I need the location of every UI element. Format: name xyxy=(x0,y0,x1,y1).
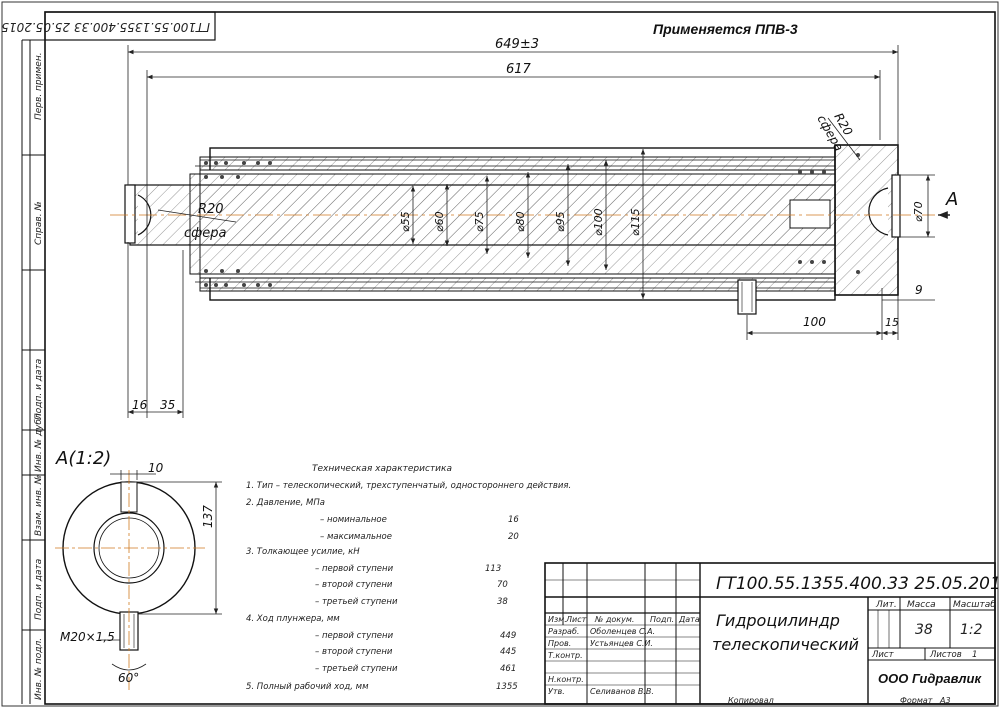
role-label: Пров. xyxy=(548,639,571,648)
side-label-6: Подп. и дата xyxy=(34,559,44,620)
spec-line: – первой ступени xyxy=(315,631,394,641)
col-header: № докум. xyxy=(594,615,634,624)
view-a-angle: 60° xyxy=(118,671,139,685)
side-label-5: Взам. инв. № xyxy=(34,475,44,536)
dim-9: 9 xyxy=(915,283,923,297)
view-a-thread: M20×1,5 xyxy=(60,630,115,644)
diam-end: ⌀70 xyxy=(912,201,925,222)
scale-label: Масштаб xyxy=(953,600,996,610)
sheets-label: Листов xyxy=(929,650,962,660)
inner-frame xyxy=(44,11,996,705)
spec-line: – третьей ступени xyxy=(315,597,398,607)
spec-value: 1355 xyxy=(496,682,518,692)
spec-line: – первой ступени xyxy=(315,564,394,574)
dim-overall: 649±3 xyxy=(495,37,539,52)
dim-15: 15 xyxy=(885,316,899,329)
col-header: Подп. xyxy=(650,615,674,624)
spec-line: – номинальное xyxy=(320,515,387,525)
copied-label: Копировал xyxy=(728,696,774,705)
sphere-left-word: сфера xyxy=(184,226,227,241)
person-name: Устьянцев С.И. xyxy=(590,639,653,648)
format-label: Формат xyxy=(900,696,933,705)
view-a-drawing xyxy=(55,470,222,690)
view-a-dim-10: 10 xyxy=(148,461,164,475)
side-label-2: Справ. № xyxy=(34,201,44,245)
diam-80: ⌀80 xyxy=(514,211,527,232)
spec-line: 4. Ход плунжера, мм xyxy=(246,614,340,624)
spec-value: 445 xyxy=(500,647,516,657)
part-name-line1: Гидроцилиндр xyxy=(716,611,840,630)
side-column xyxy=(21,39,45,704)
cylinder-assembly xyxy=(110,144,935,315)
spec-line: 1. Тип – телескопический, трехступенчаты… xyxy=(246,481,571,491)
side-label-3: Подп. и дата xyxy=(34,359,44,420)
side-label-4: Инв. № дубл. xyxy=(34,410,44,472)
mass-label: Масса xyxy=(907,600,936,610)
part-name-line2: телескопический xyxy=(712,635,859,654)
diam-75: ⌀75 xyxy=(473,211,486,232)
company-name: ООО Гидравлик xyxy=(878,671,982,686)
spec-line: – третьей ступени xyxy=(315,664,398,674)
spec-value: 16 xyxy=(508,515,519,525)
dim-35: 35 xyxy=(160,398,175,412)
spec-line: 2. Давление, МПа xyxy=(246,498,325,508)
person-name: Селиванов В.В. xyxy=(590,687,654,696)
applied-note: Применяется ППВ-3 xyxy=(653,21,798,37)
side-label-1: Перв. примен. xyxy=(34,52,44,120)
spec-value: 20 xyxy=(508,532,519,542)
spec-value: 113 xyxy=(485,564,501,574)
diam-55: ⌀55 xyxy=(399,211,412,232)
top-stamp-box xyxy=(44,11,216,41)
lit-label: Лит. xyxy=(875,600,897,610)
diam-100: ⌀100 xyxy=(592,208,605,236)
diam-95: ⌀95 xyxy=(554,211,567,232)
view-a-title: A(1:2) xyxy=(55,448,111,469)
spec-line: – второй ступени xyxy=(315,580,393,590)
sphere-left-radius: R20 xyxy=(198,202,224,217)
col-header: Изм. xyxy=(548,615,567,624)
role-label: Н.контр. xyxy=(548,675,584,684)
view-a-dim-137: 137 xyxy=(201,505,215,528)
specs-title: Техническая характеристика xyxy=(312,464,452,474)
spec-value: 38 xyxy=(497,597,508,607)
dim-16: 16 xyxy=(132,398,148,412)
mass-value: 38 xyxy=(915,622,933,638)
side-label-7: Инв. № подл. xyxy=(34,638,44,700)
spec-value: 449 xyxy=(500,631,516,641)
view-a-letter: A xyxy=(945,189,958,210)
col-header: Лист xyxy=(565,615,587,624)
role-label: Разраб. xyxy=(548,627,579,636)
dim-100: 100 xyxy=(803,315,826,329)
specs-block: Техническая характеристика 1. Тип – теле… xyxy=(246,464,571,692)
doc-number: ГТ100.55.1355.400.33 25.05.2015 xyxy=(716,574,1000,594)
top-stamp-text: ГТ100.55.1355.400.33 25.05.2015 xyxy=(1,20,210,34)
role-label: Т.контр. xyxy=(548,651,583,660)
sheets-value: 1 xyxy=(972,650,977,660)
spec-line: – максимальное xyxy=(320,532,392,542)
scale-value: 1:2 xyxy=(960,622,983,638)
spec-line: 5. Полный рабочий ход, мм xyxy=(246,682,369,692)
spec-value: 70 xyxy=(497,580,508,590)
spec-value: 461 xyxy=(500,664,516,674)
diam-115: ⌀115 xyxy=(629,208,642,236)
length-dimensions xyxy=(127,45,935,418)
dim-length: 617 xyxy=(506,62,532,77)
person-name: Оболенцев С.А. xyxy=(590,627,655,636)
sheet-label: Лист xyxy=(871,650,895,660)
format-value: А3 xyxy=(939,696,951,705)
spec-line: 3. Толкающее усилие, кН xyxy=(246,547,360,557)
spec-line: – второй ступени xyxy=(315,647,393,657)
col-header: Дата xyxy=(678,615,700,624)
diameter-lines xyxy=(410,149,646,299)
diam-60: ⌀60 xyxy=(433,211,446,232)
role-label: Утв. xyxy=(548,687,565,696)
title-block-grid xyxy=(544,562,996,705)
